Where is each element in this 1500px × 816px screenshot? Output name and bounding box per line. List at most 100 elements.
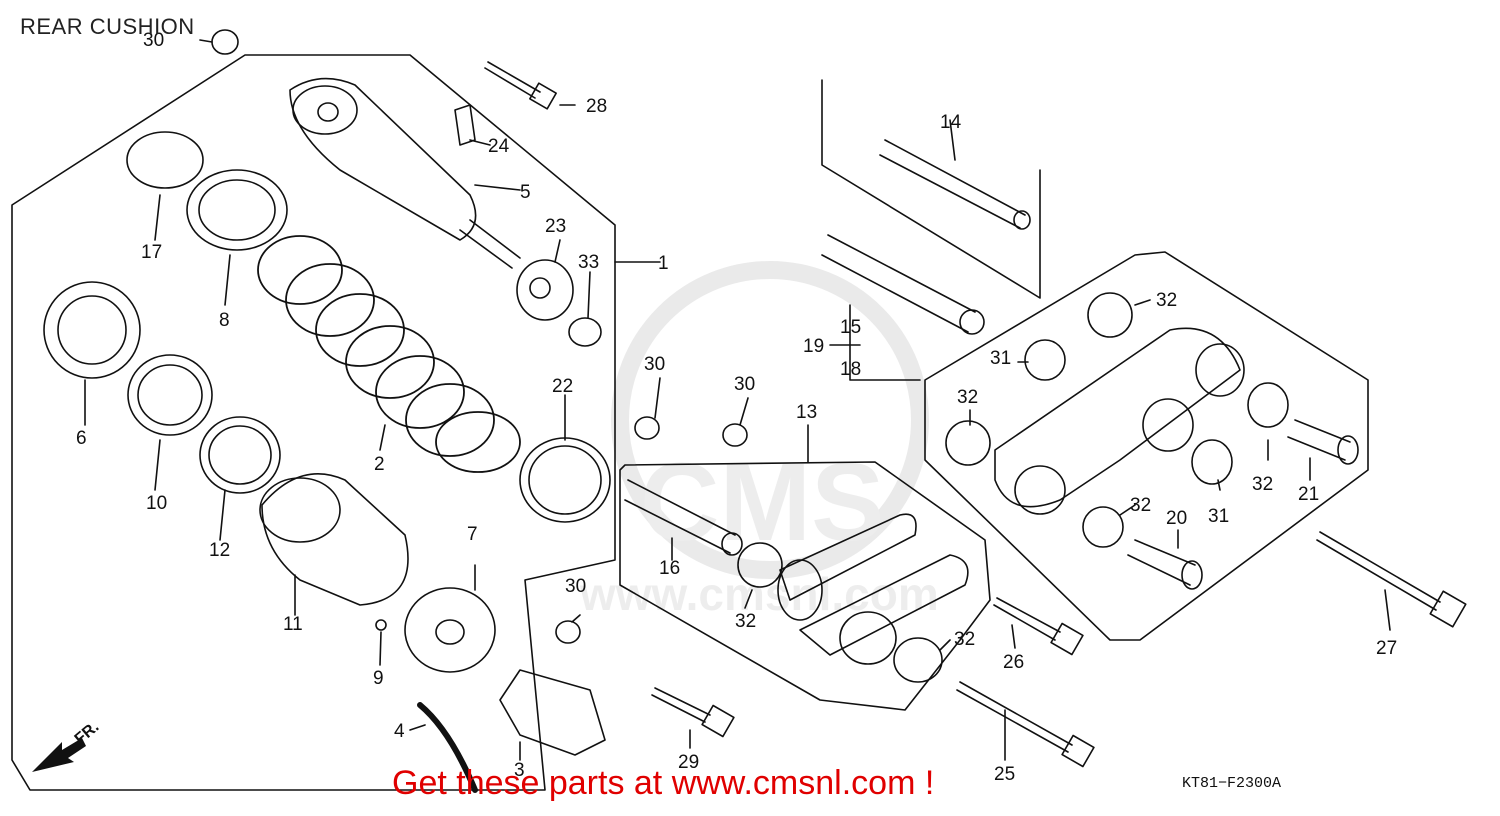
callout-19: 19 xyxy=(803,336,824,357)
callout-30: 30 xyxy=(143,30,164,51)
front-arrow-icon xyxy=(32,738,86,772)
shock-assembly-border xyxy=(11,54,616,791)
cushion-arm xyxy=(994,327,1241,508)
cta-footer-link[interactable]: Get these parts at www.cmsnl.com ! xyxy=(392,764,935,802)
nut xyxy=(722,423,748,447)
callout-14: 14 xyxy=(940,112,962,133)
caution-label xyxy=(454,104,476,146)
callout-26: 26 xyxy=(1003,652,1024,673)
callout-23: 23 xyxy=(545,216,566,237)
callout-31: 31 xyxy=(1208,506,1229,527)
dust-seal xyxy=(1082,506,1124,548)
shock-body xyxy=(289,77,477,241)
spring-cover xyxy=(261,473,409,606)
small-nut xyxy=(375,619,387,631)
callout-24: 24 xyxy=(488,136,510,157)
diagram-code: KT81−F2300A xyxy=(1182,775,1282,792)
page-title: REAR CUSHION xyxy=(20,14,195,39)
watermark-url: www.cmsnl.com xyxy=(579,568,939,620)
callout-31: 31 xyxy=(990,348,1011,369)
callout-25: 25 xyxy=(994,764,1015,785)
callout-labels: 1 2 3 4 5 6 7 8 9 10 11 12 13 14 15 16 1… xyxy=(76,30,1397,785)
watermark-logo: CMS xyxy=(640,441,884,564)
callout-30: 30 xyxy=(565,576,586,597)
front-direction-indicator: FR. xyxy=(32,718,102,772)
callout-5: 5 xyxy=(520,182,531,203)
callout-2: 2 xyxy=(374,454,385,475)
callout-30: 30 xyxy=(644,354,665,375)
callout-27: 27 xyxy=(1376,638,1397,659)
pin-14 xyxy=(879,139,1026,229)
callout-28: 28 xyxy=(586,96,607,117)
link-assembly-border xyxy=(619,461,991,711)
leader-lines xyxy=(84,39,1391,761)
dust-seal xyxy=(1247,382,1289,428)
bolt-27 xyxy=(1316,531,1441,611)
watermark: CMS www.cmsnl.com xyxy=(579,261,939,620)
callout-16: 16 xyxy=(659,558,680,579)
callout-18: 18 xyxy=(840,359,861,380)
pin-15 xyxy=(821,234,976,333)
spring-seat xyxy=(186,169,288,251)
callout-32: 32 xyxy=(957,387,978,408)
collar-21 xyxy=(1287,419,1351,461)
breather-tube xyxy=(417,702,478,793)
callout-32: 32 xyxy=(1156,290,1177,311)
callout-4: 4 xyxy=(394,721,405,742)
callout-7: 7 xyxy=(467,524,478,545)
rubber-ring xyxy=(127,354,213,436)
callout-17: 17 xyxy=(141,242,162,263)
stopper-ring xyxy=(126,131,204,189)
bearing xyxy=(1191,439,1233,485)
callout-15: 15 xyxy=(840,317,861,338)
nut xyxy=(555,620,581,644)
shock-body-eye xyxy=(292,85,358,135)
callout-13: 13 xyxy=(796,402,817,423)
callout-21: 21 xyxy=(1298,484,1319,505)
washer-ring xyxy=(199,416,281,494)
callout-22: 22 xyxy=(552,376,573,397)
dust-seal xyxy=(945,420,991,466)
bolt-25 xyxy=(956,681,1073,753)
callout-1: 1 xyxy=(658,253,669,274)
bolt-29 xyxy=(651,687,711,723)
pin-bracket-border xyxy=(821,79,1041,299)
callout-8: 8 xyxy=(219,310,230,331)
collar-20 xyxy=(1127,539,1196,586)
arm-assembly-border xyxy=(924,251,1369,641)
callout-3: 3 xyxy=(514,760,525,781)
shock-rod xyxy=(459,229,513,269)
spring-guide xyxy=(43,281,141,379)
cushion-plate xyxy=(404,587,496,673)
callout-32: 32 xyxy=(1130,495,1151,516)
bolt-28 xyxy=(484,61,541,99)
nut xyxy=(634,416,660,440)
lower-joint xyxy=(499,669,606,756)
lock-nut xyxy=(568,317,602,347)
bushing xyxy=(516,259,574,321)
callout-10: 10 xyxy=(146,493,167,514)
callout-6: 6 xyxy=(76,428,87,449)
dust-seal xyxy=(893,637,943,683)
callout-33: 33 xyxy=(578,252,599,273)
callout-32: 32 xyxy=(954,629,975,650)
nut xyxy=(211,29,239,55)
callout-12: 12 xyxy=(209,540,230,561)
dust-seal xyxy=(737,542,783,588)
callout-20: 20 xyxy=(1166,508,1187,529)
callout-9: 9 xyxy=(373,668,384,689)
callout-30: 30 xyxy=(734,374,755,395)
callout-32: 32 xyxy=(1252,474,1273,495)
callout-11: 11 xyxy=(283,614,303,635)
pin-16 xyxy=(624,479,736,554)
oil-seal xyxy=(519,437,611,523)
dust-seal xyxy=(1087,292,1133,338)
bolt-26 xyxy=(993,597,1061,641)
spring xyxy=(257,235,521,473)
cushion-link xyxy=(779,513,917,601)
callout-32: 32 xyxy=(735,611,756,632)
bearing xyxy=(1024,339,1066,381)
callout-29: 29 xyxy=(678,752,699,773)
